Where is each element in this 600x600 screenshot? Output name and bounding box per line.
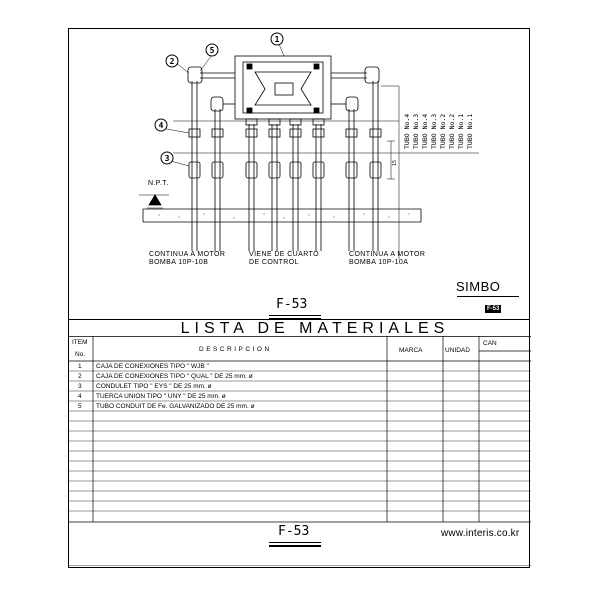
row-1-item: 1: [78, 363, 82, 370]
elbow-left: [210, 96, 224, 112]
row-3-item: 3: [78, 383, 82, 390]
symbol-label: SIMBO: [456, 279, 501, 294]
callout-5: 5: [210, 46, 215, 55]
footer-underline-thick: [269, 545, 321, 547]
row-2-desc: CAJA DE CONEXIONES TIPO " QUAL " DE 25 m…: [96, 373, 253, 380]
header-cantidad: CAN: [483, 340, 497, 347]
materials-table-grid: [69, 336, 531, 566]
header-item-no: No.: [75, 351, 86, 358]
center-note-line-2: DE CONTROL: [249, 259, 299, 266]
header-description: DESCRIPCION: [199, 346, 272, 353]
drawing-sheet: 1 2 3 4 5 TUBO No.4 TUBO No.3 TUBO No.4 …: [68, 28, 531, 568]
dimension-label: 15: [392, 160, 398, 166]
tube-label-7: TUBO No.1: [457, 114, 465, 149]
junction-box-dome: [254, 71, 312, 106]
tube-label-8: TUBO No.1: [466, 114, 474, 149]
symbol-underline: [457, 296, 519, 297]
callout-1: 1: [275, 35, 280, 44]
footer-underline: [269, 542, 321, 543]
row-5-item: 5: [78, 403, 82, 410]
header-marca: MARCA: [399, 347, 423, 354]
left-note: CONTINUA A MOTOR BOMBA 10P-10B: [149, 251, 225, 267]
callout-4: 4: [159, 121, 164, 130]
tube-label-4: TUBO No.3: [430, 114, 438, 149]
center-note-line-1: VIENE DE CUARTO: [249, 251, 319, 258]
symbol-badge: F-53: [485, 305, 502, 313]
junction-box-center: [274, 82, 294, 96]
junction-box-cover: [242, 61, 324, 114]
right-note-line-2: BOMBA 10P-10A: [349, 259, 409, 266]
row-4-item: 4: [78, 393, 82, 400]
tube-label-6: TUBO No.2: [448, 114, 456, 149]
row-3-desc: CONDULET TIPO " EYS " DE 25 mm. ø: [96, 383, 212, 390]
row-5-desc: TUBO CONDUIT DE Fe. GALVANIZADO DE 25 mm…: [96, 403, 255, 410]
table-top-border: [69, 319, 529, 320]
row-4-desc: TUERCA UNION TIPO " UNY " DE 25 mm. ø: [96, 393, 226, 400]
tube-label-1: TUBO No.4: [403, 114, 411, 149]
row-1-desc: CAJA DE CONEXIONES TIPO " WJB ": [96, 363, 209, 370]
left-note-line-2: BOMBA 10P-10B: [149, 259, 209, 266]
tube-label-2: TUBO No.3: [412, 114, 420, 149]
right-note-line-1: CONTINUA A MOTOR: [349, 251, 426, 258]
tube-label-3: TUBO No.4: [421, 114, 429, 149]
installation-drawing: 1 2 3 4 5 TUBO No.4 TUBO No.3 TUBO No.4 …: [139, 32, 479, 259]
condulet-left: [187, 66, 203, 84]
watermark: www.interis.co.kr: [441, 528, 520, 539]
header-item: ITEM: [72, 339, 88, 346]
ref-underline: [269, 315, 321, 316]
row-2-item: 2: [78, 373, 82, 380]
left-note-line-1: CONTINUA A MOTOR: [149, 251, 226, 258]
elbow-right: [345, 96, 359, 112]
center-note: VIENE DE CUARTO DE CONTROL: [249, 251, 319, 267]
condulet-right: [364, 66, 380, 84]
callout-2: 2: [170, 57, 175, 66]
npt-label: N.P.T.: [148, 180, 169, 187]
callout-3: 3: [165, 154, 170, 163]
footer-ref-code: F-53: [278, 524, 310, 539]
right-note: CONTINUA A MOTOR BOMBA 10P-10A: [349, 251, 425, 267]
materials-title: LISTA DE MATERIALES: [180, 320, 450, 337]
header-unidad: UNIDAD: [445, 347, 470, 354]
tube-label-5: TUBO No.2: [439, 114, 447, 149]
junction-box: [234, 55, 332, 120]
drawing-ref-code: F-53: [276, 297, 308, 312]
